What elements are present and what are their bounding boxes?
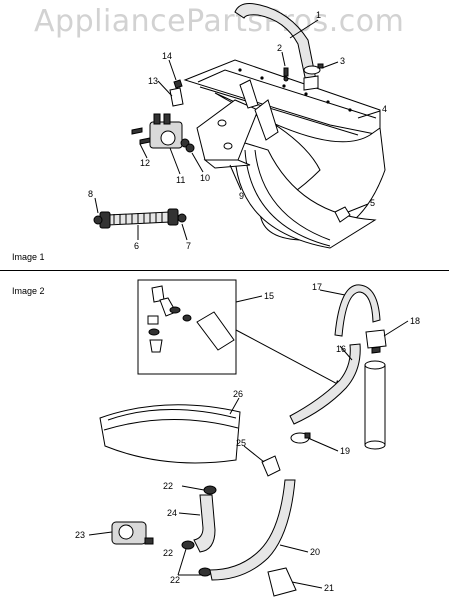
callout-24: 24	[167, 508, 177, 518]
watermark: AppliancePartsPros.com	[34, 4, 405, 39]
callout-11: 11	[176, 175, 185, 185]
callout-6: 6	[134, 241, 139, 251]
callout-25: 25	[236, 438, 246, 448]
callout-22a: 22	[163, 481, 173, 491]
callout-1: 1	[316, 10, 321, 20]
callout-20: 20	[310, 547, 320, 557]
callout-21: 21	[324, 583, 334, 593]
inlet-hose	[93, 208, 187, 229]
hose-clamps	[181, 485, 217, 577]
callout-13: 13	[148, 76, 158, 86]
water-valve	[149, 113, 190, 149]
mounting-screws	[131, 127, 151, 145]
section-label-image-1: Image 1	[12, 252, 45, 262]
hose-clamp	[303, 63, 324, 75]
washer-ring	[185, 143, 195, 153]
wash-tub	[99, 404, 241, 464]
callout-17: 17	[312, 282, 322, 292]
callout-10: 10	[200, 173, 210, 183]
callout-18: 18	[410, 316, 420, 326]
callout-16: 16	[336, 344, 346, 354]
callout-22b: 22	[163, 548, 173, 558]
long-drain-hose	[209, 479, 296, 581]
hose-connector	[365, 329, 387, 354]
valve-bracket	[196, 79, 279, 169]
section-label-image-2: Image 2	[12, 286, 45, 296]
fill-hose	[234, 3, 319, 91]
callout-19: 19	[340, 446, 350, 456]
floor-bracket	[267, 567, 297, 597]
callout-4: 4	[382, 104, 387, 114]
section-divider	[0, 270, 449, 271]
callout-5: 5	[370, 198, 375, 208]
standpipe	[364, 360, 386, 450]
callout-12: 12	[140, 158, 150, 168]
callout-23: 23	[75, 530, 85, 540]
pump-hose	[193, 494, 216, 553]
drain-pump	[111, 521, 154, 545]
callout-14: 14	[162, 51, 172, 61]
bracket	[334, 206, 351, 223]
callout-2: 2	[277, 43, 282, 53]
leader-lines-image-2	[88, 289, 409, 589]
callout-3: 3	[340, 56, 345, 66]
inset-box	[137, 279, 237, 375]
callout-labels: 1 2 3 4 5 6 7 8 9 10 11 12 13 14 15 16 1…	[75, 10, 420, 593]
leader-lines-image-1	[94, 19, 381, 241]
callout-7: 7	[186, 241, 191, 251]
elbow-fitting	[169, 79, 184, 107]
hose-clip	[261, 455, 281, 477]
callout-9: 9	[239, 191, 244, 201]
callout-8: 8	[88, 189, 93, 199]
callout-22c: 22	[170, 575, 180, 585]
drain-hose	[334, 284, 381, 337]
spring-clamp	[290, 432, 311, 444]
callout-26: 26	[233, 389, 243, 399]
corrugated-drain-hose	[289, 343, 361, 425]
tub-cover	[183, 59, 386, 241]
callout-15: 15	[264, 291, 274, 301]
screw	[283, 67, 289, 82]
